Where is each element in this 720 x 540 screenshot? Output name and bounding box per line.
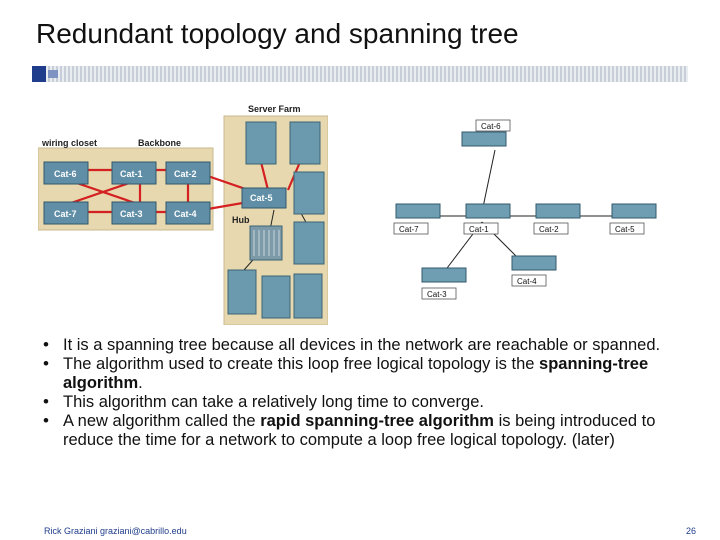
tree-label-cat-7: Cat-7	[399, 225, 419, 234]
bullet-text: A new algorithm called the	[63, 412, 261, 430]
server-3	[293, 171, 325, 215]
switch-label-cat-7: Cat-7	[54, 209, 77, 219]
page-number: 26	[685, 526, 696, 536]
switch-label-cat-3: Cat-3	[120, 209, 143, 219]
switch-cat-6	[43, 161, 89, 185]
bullet-bold-term: spanning-tree algorithm	[63, 355, 649, 392]
tree-link-cat6-cat1	[481, 149, 496, 213]
footer-author: Rick Graziani graziani@cabrillo.edu	[44, 526, 187, 536]
tree-label-cat-4: Cat-4	[517, 277, 537, 286]
spanning-tree-diagram: Cat-6 Cat-7 Cat-1 Cat-2 Cat-5 Cat-3 Cat-…	[393, 119, 657, 300]
tree-label-cat-6: Cat-6	[481, 122, 501, 131]
bullet-bold-term: rapid spanning-tree algorithm	[260, 412, 494, 430]
tree-switch-cat-1	[465, 203, 511, 219]
switch-cat-1	[111, 161, 157, 185]
tree-label-cat-3: Cat-3	[427, 290, 447, 299]
switch-label-cat-1: Cat-1	[120, 169, 143, 179]
rule-accent-block	[32, 66, 46, 82]
switch-cat-4	[165, 201, 211, 225]
tree-switch-cat-3	[421, 267, 467, 283]
server-2	[289, 121, 321, 165]
tree-label-cat-5: Cat-5	[615, 225, 635, 234]
hub-label: Hub	[232, 215, 250, 225]
bullet-text: is being introduced to reduce the time f…	[63, 412, 656, 449]
switch-label-cat-4: Cat-4	[174, 209, 197, 219]
server-1	[245, 121, 277, 165]
wiring-closet-label: wiring closet	[41, 138, 97, 148]
rule-accent-block-small	[48, 70, 58, 78]
bullet-item: It is a spanning tree because all device…	[40, 335, 690, 355]
hub-ports	[253, 230, 280, 256]
bullet-item: The algorithm used to create this loop f…	[40, 354, 690, 393]
switch-cat-5	[241, 187, 287, 209]
bullet-item: This algorithm can take a relatively lon…	[40, 392, 690, 412]
switch-label-cat-2: Cat-2	[174, 169, 197, 179]
slide-title: Redundant topology and spanning tree	[36, 18, 519, 49]
switch-cat-2	[165, 161, 211, 185]
server-7	[293, 273, 323, 319]
redundant-topology-diagram: Server Farm wiring closet Backbone Hub	[38, 104, 328, 325]
bullet-text: It is a spanning tree because all device…	[63, 336, 661, 354]
tree-switch-cat-6	[461, 131, 507, 147]
server-6	[261, 275, 291, 319]
server-5	[227, 269, 257, 315]
switch-cat-3	[111, 201, 157, 225]
switch-label-cat-6: Cat-6	[54, 169, 77, 179]
title-rule	[32, 66, 688, 82]
server-4	[293, 221, 325, 265]
switches	[43, 161, 287, 225]
switch-cat-7	[43, 201, 89, 225]
tree-switch-cat-5	[611, 203, 657, 219]
hub-device	[249, 225, 283, 261]
tree-switch-cat-4	[511, 255, 557, 271]
bullet-text: The algorithm used to create this loop f…	[63, 355, 540, 373]
bullet-list: It is a spanning tree because all device…	[40, 335, 690, 450]
tree-label-cat-2: Cat-2	[539, 225, 559, 234]
switch-label-cat-5: Cat-5	[250, 193, 273, 203]
tree-label-boxes	[393, 119, 645, 300]
backbone-label: Backbone	[138, 138, 181, 148]
bullet-text: .	[138, 374, 143, 392]
server-farm-label: Server Farm	[248, 104, 301, 114]
bullet-text: This algorithm can take a relatively lon…	[63, 393, 484, 411]
bullet-item: A new algorithm called the rapid spannin…	[40, 411, 690, 450]
tree-switch-cat-2	[535, 203, 581, 219]
tree-switch-cat-7	[395, 203, 441, 219]
servers	[227, 121, 325, 319]
tree-label-cat-1: Cat-1	[469, 225, 489, 234]
tree-switches	[395, 131, 657, 283]
